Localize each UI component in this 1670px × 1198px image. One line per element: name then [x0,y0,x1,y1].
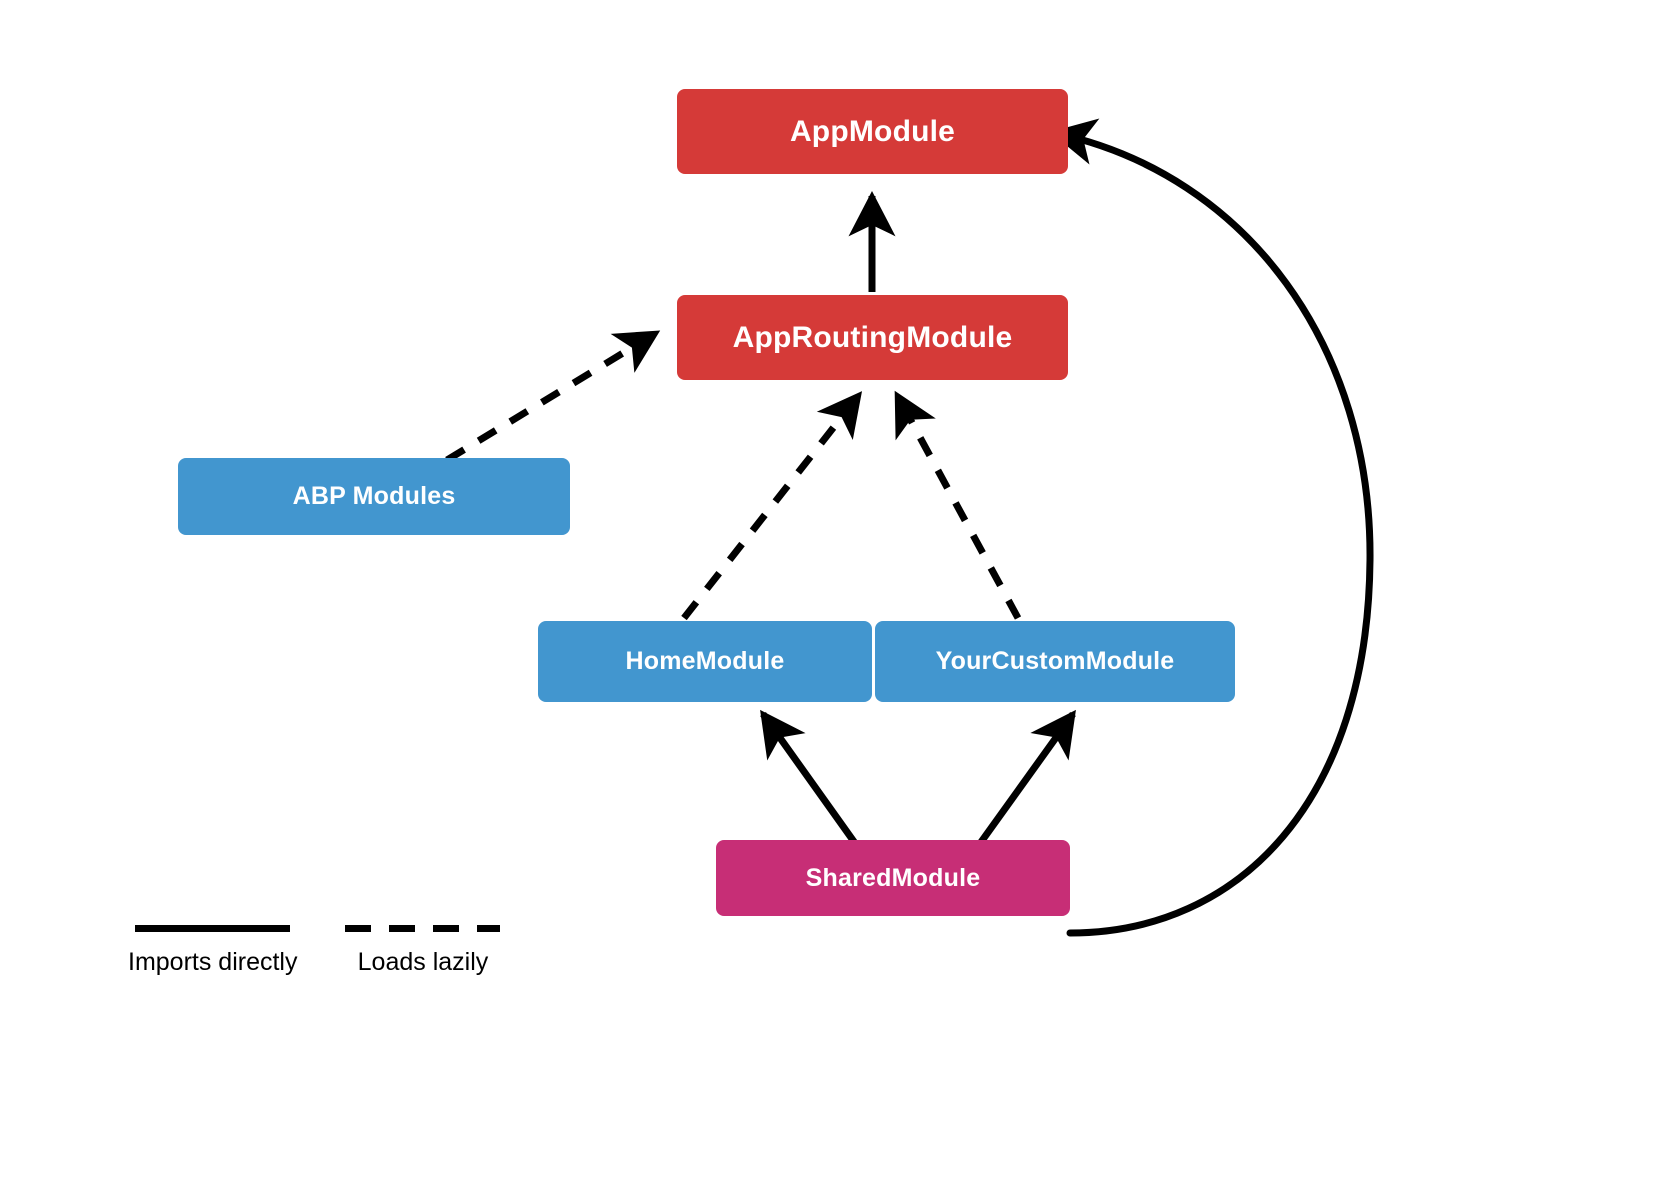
legend: Imports directly Loads lazily [128,925,501,977]
node-shared-module-label: SharedModule [805,863,981,892]
node-your-custom-module[interactable]: YourCustomModule [875,621,1235,702]
node-app-routing-module-label: AppRoutingModule [732,320,1013,354]
edge-abp-modules-to-app-routing-module [445,330,661,463]
legend-item-loads-lazily: Loads lazily [345,925,501,977]
edge-your-custom-module-to-app-routing-module [893,390,1022,620]
node-your-custom-module-label: YourCustomModule [935,647,1175,675]
node-app-routing-module[interactable]: AppRoutingModule [677,295,1068,380]
node-abp-modules-label: ABP Modules [292,482,456,510]
node-app-module[interactable]: AppModule [677,89,1068,174]
edge-shared-module-to-app-module [1050,118,1374,937]
solid-line-icon [135,925,291,932]
node-home-module-label: HomeModule [625,647,785,675]
legend-label-imports-directly: Imports directly [128,948,298,976]
node-app-module-label: AppModule [789,114,956,148]
dashed-line-icon [345,925,501,932]
node-home-module[interactable]: HomeModule [538,621,872,702]
node-abp-modules[interactable]: ABP Modules [178,458,570,535]
edge-home-module-to-app-routing-module [681,391,863,621]
node-shared-module[interactable]: SharedModule [716,840,1070,916]
legend-item-imports-directly: Imports directly [128,925,297,977]
legend-label-loads-lazily: Loads lazily [357,948,489,976]
